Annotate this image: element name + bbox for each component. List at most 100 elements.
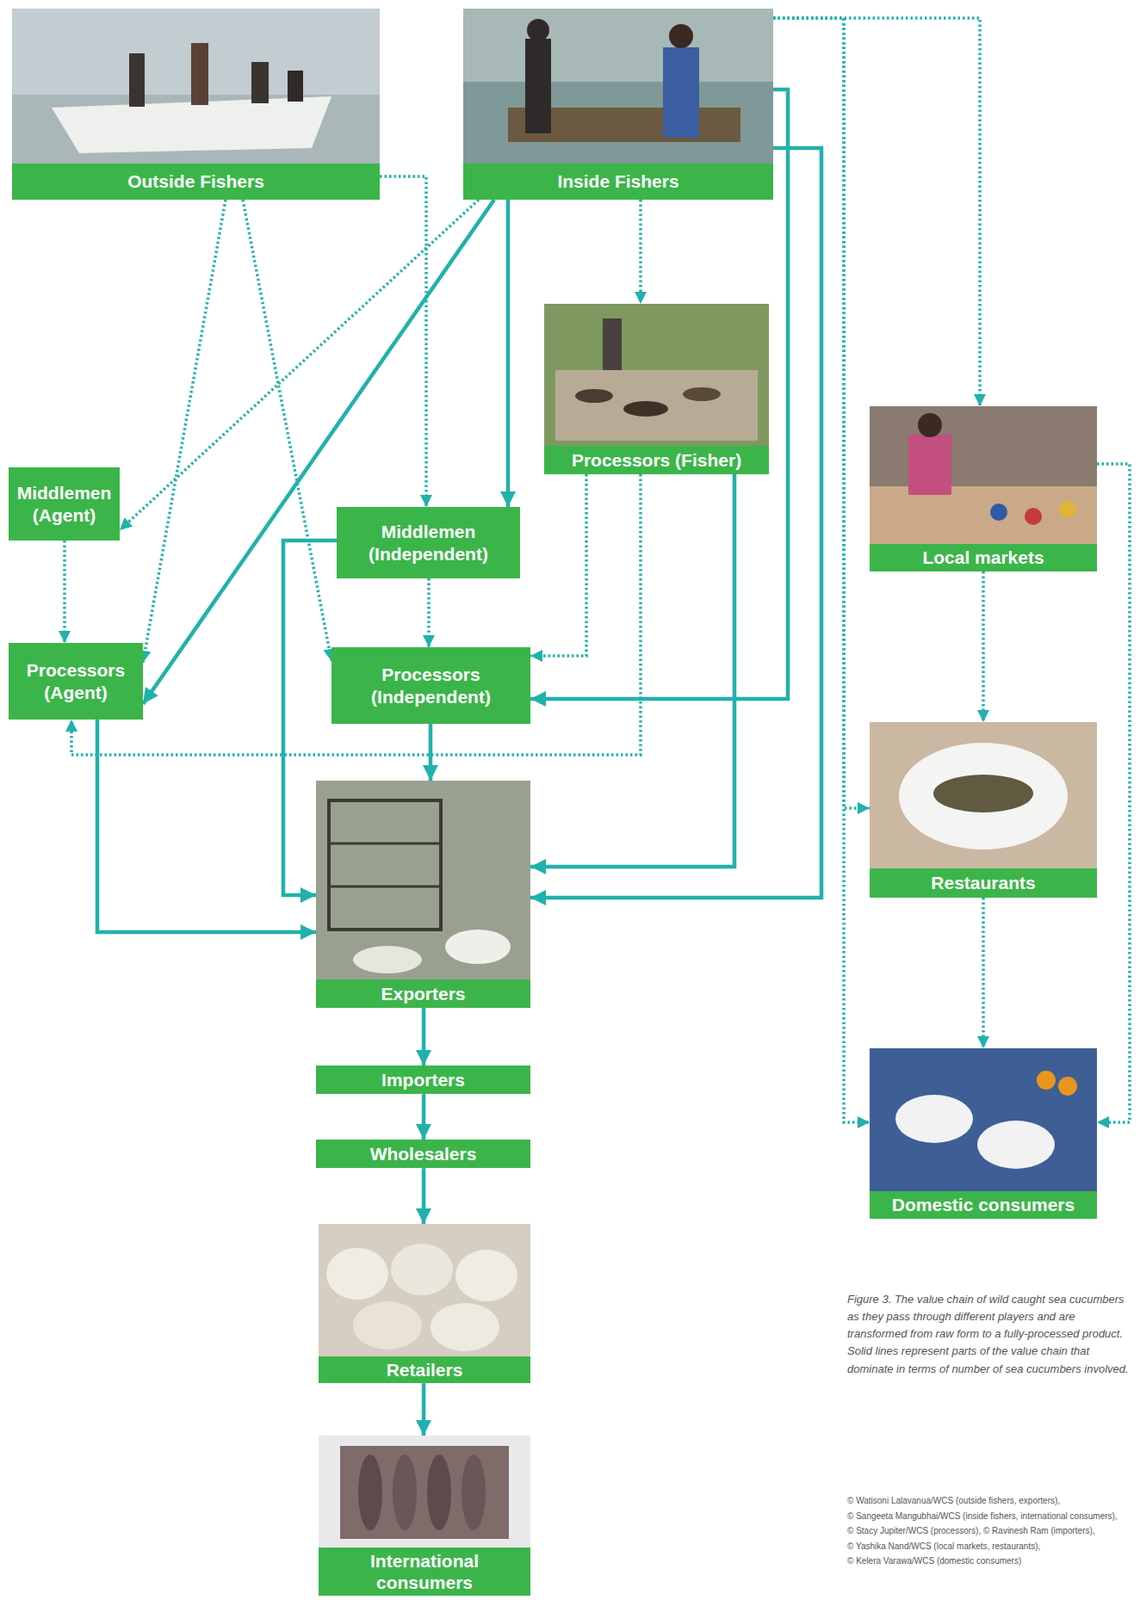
label-bar: Retailers [318, 1356, 531, 1384]
sack [455, 1250, 518, 1302]
photo-area [318, 1436, 531, 1549]
orange [1058, 1077, 1078, 1097]
photo-card: International consumers [318, 1436, 531, 1597]
label-bar: Inside Fishers [463, 163, 774, 200]
photo-area [869, 722, 1097, 869]
sack [353, 1301, 422, 1351]
bowl [1059, 501, 1077, 519]
main-flow-arrow [283, 540, 337, 896]
bowl [990, 503, 1008, 521]
photo-credit: © Yashika Nand/WCS (local markets, resta… [847, 1539, 1137, 1556]
label-bar: Domestic consumers [869, 1191, 1097, 1220]
node-label: Inside Fishers [470, 170, 767, 193]
main-flow-arrow [421, 1008, 427, 1066]
sack [390, 1244, 453, 1296]
process-box: Processors (Independent) [331, 647, 531, 725]
main-flow-arrow [428, 724, 434, 781]
head [669, 24, 694, 49]
node-label: Domestic consumers [876, 1194, 1091, 1216]
photo-card: Inside Fishers [463, 8, 774, 200]
node-label: Wholesalers [322, 1143, 524, 1165]
table [555, 370, 758, 441]
node-label: Restaurants [876, 872, 1091, 894]
label-bar: Local markets [869, 544, 1097, 572]
photo-credit: © Watisoni Lalavanua/WCS (outside fisher… [847, 1493, 1137, 1510]
sack [353, 946, 422, 974]
label-bar: International consumers [318, 1548, 531, 1597]
drying-rack [328, 800, 441, 930]
label-bar: Outside Fishers [12, 163, 380, 200]
minor-flow-arrow [142, 199, 226, 663]
consumer-photo [318, 1436, 531, 1549]
sea-cucumber [392, 1455, 417, 1531]
retail-photo [318, 1224, 531, 1357]
person [602, 318, 622, 371]
node-label: Processors (Fisher) [551, 449, 763, 471]
person [287, 70, 304, 102]
sea-cucumber [358, 1455, 383, 1531]
photo-area [318, 1224, 531, 1357]
photo-area [463, 8, 774, 164]
market-photo [869, 406, 1097, 545]
tablecloth [869, 1048, 1097, 1192]
caption-block: Figure 3. The value chain of wild caught… [847, 1291, 1134, 1379]
photo-ground [544, 303, 769, 447]
photo-ground [869, 406, 1097, 545]
domestic-photo [869, 1048, 1097, 1192]
photo-card: Outside Fishers [12, 8, 380, 200]
photo-area [315, 780, 531, 980]
rack-shelf [328, 885, 441, 889]
plate [977, 1121, 1055, 1170]
minor-flow-arrow [71, 474, 641, 756]
photo-card: Exporters [315, 780, 531, 1009]
label-bar: Restaurants [869, 868, 1097, 899]
minor-flow-arrow [773, 18, 980, 407]
restaurant-photo [869, 722, 1097, 869]
node-label: Retailers [325, 1359, 524, 1382]
photo-card: Retailers [318, 1224, 531, 1384]
minor-flow-arrow [981, 571, 986, 723]
sea-cucumber [682, 387, 721, 402]
sea-cucumber [623, 401, 669, 417]
sack [326, 1248, 389, 1301]
photo-ground [869, 722, 1097, 869]
water [463, 81, 774, 164]
person [662, 47, 700, 138]
minor-flow-arrow [242, 199, 332, 662]
boat-photo [12, 8, 380, 164]
box [340, 1446, 509, 1540]
photo-card: Restaurants [869, 722, 1097, 899]
table [869, 486, 1097, 545]
node-label: Importers [322, 1069, 524, 1091]
minor-flow-arrow [530, 474, 587, 657]
photo-ground [463, 8, 774, 164]
process-box: Middlemen (Agent) [8, 467, 120, 541]
process-box: Middlemen (Independent) [336, 507, 521, 579]
main-flow-arrow [421, 1383, 427, 1437]
process-box: Importers [315, 1065, 531, 1095]
bowl [1024, 508, 1042, 526]
photo-card: Domestic consumers [869, 1048, 1097, 1220]
photo-area [869, 406, 1097, 545]
person [251, 61, 269, 104]
head [917, 413, 942, 438]
process-box: Wholesalers [315, 1140, 531, 1169]
wading-photo [463, 8, 774, 164]
photo-card: Processors (Fisher) [544, 303, 769, 475]
node-label: Outside Fishers [18, 170, 373, 193]
credit-block: © Watisoni Lalavanua/WCS (outside fisher… [847, 1493, 1137, 1570]
rack-shelf [328, 842, 441, 846]
minor-flow-arrow [427, 578, 431, 648]
main-flow-arrow [421, 1094, 427, 1140]
head [526, 18, 550, 42]
sea-cucumber [427, 1455, 452, 1531]
node-label: Middlemen (Agent) [15, 482, 113, 526]
main-flow-arrow [530, 148, 822, 899]
photo-ground [318, 1224, 531, 1357]
main-flow-arrow [530, 474, 735, 868]
figure-caption: Figure 3. The value chain of wild caught… [847, 1291, 1134, 1379]
photo-ground [315, 780, 531, 980]
node-label: Local markets [876, 546, 1091, 569]
node-label: Middlemen (Independent) [343, 520, 514, 564]
